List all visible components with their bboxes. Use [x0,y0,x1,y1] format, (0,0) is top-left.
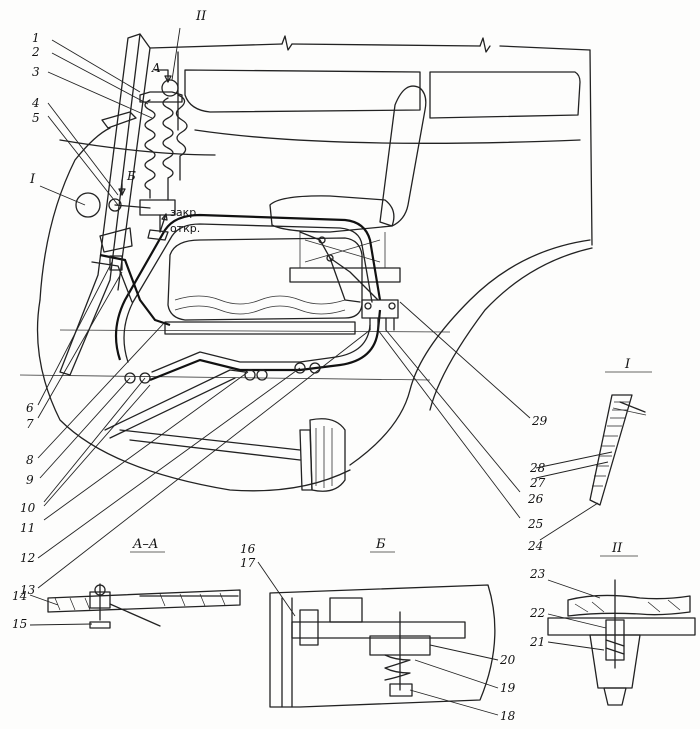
callout-28: 28 [529,461,546,475]
callout-14: 14 [12,589,27,603]
callout-18: 18 [500,709,516,723]
view-I-label: I [29,172,36,187]
detail-I-label: I [624,357,631,372]
callout-25: 25 [527,517,543,531]
callout-22: 22 [529,606,545,620]
callout-2: 2 [31,45,40,59]
callout-7: 7 [26,417,34,431]
section-AA-label: A–A [132,537,158,552]
callout-24: 24 [527,539,543,553]
leader-lines [37,27,531,589]
callout-20: 20 [499,653,516,667]
section-labels: II A I Б A–A Б I II закр. откр. [29,9,631,556]
hydraulic-lines [91,213,399,439]
callout-8: 8 [26,453,34,467]
callout-15: 15 [12,617,27,631]
cab-body [19,33,593,492]
callout-10: 10 [20,501,36,515]
callout-26: 26 [527,492,544,506]
seat [269,85,427,283]
section-AA [29,551,241,629]
engine-frame [119,237,363,492]
view-II-label: II [195,9,207,24]
callout-19: 19 [500,681,516,695]
callout-27: 27 [529,476,546,490]
callout-13: 13 [20,583,36,597]
view-B [257,551,499,716]
callout-numbers: 1 2 3 4 5 6 7 8 9 10 11 12 13 14 15 16 1… [12,31,548,723]
callout-9: 9 [26,473,34,487]
callout-21: 21 [529,635,545,649]
callout-5: 5 [32,111,40,125]
pump-column [75,69,188,271]
callout-17: 17 [240,556,256,570]
note-open: откр. [170,222,200,235]
callout-11: 11 [20,521,35,535]
callout-12: 12 [20,551,35,565]
detail-I [535,371,652,541]
callout-1: 1 [32,31,40,45]
callout-4: 4 [31,96,40,110]
arrow-B-label: Б [126,169,136,183]
note-closed: закр. [170,206,200,219]
detail-II [547,555,696,706]
arrow-A-label: A [151,61,161,75]
callout-29: 29 [531,414,548,428]
callout-3: 3 [32,65,40,79]
callout-23: 23 [529,567,546,581]
detail-II-label: II [611,541,623,556]
view-B-label: Б [375,537,386,552]
callout-16: 16 [240,542,256,556]
callout-6: 6 [26,401,34,415]
